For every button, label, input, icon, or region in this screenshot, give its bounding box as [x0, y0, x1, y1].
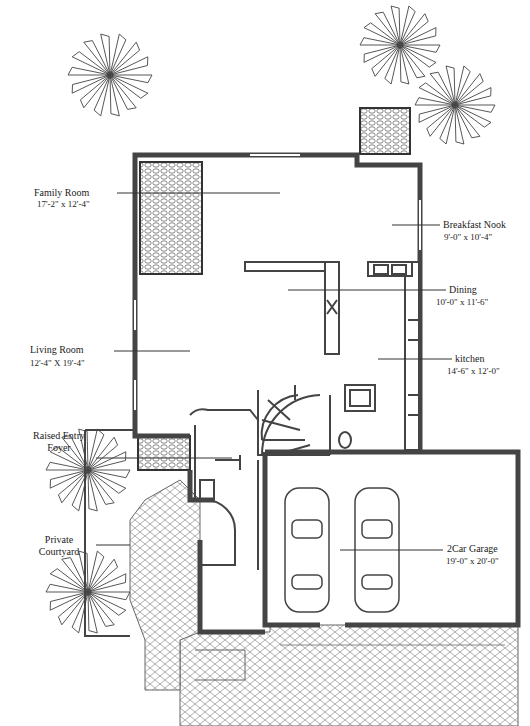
tree-trunk [452, 102, 458, 108]
palm-tree [46, 429, 130, 511]
dimension-label: 12'-4" X 19'-4" [30, 358, 85, 369]
room-label: Family Room [34, 187, 89, 199]
tree-trunk [85, 589, 91, 595]
tree-trunk [107, 72, 113, 78]
room-label: Private Courtyard [24, 534, 94, 558]
palm-tree [360, 6, 440, 84]
room-label: 2Car Garage [447, 543, 498, 555]
room-label: Dining [449, 284, 477, 296]
room-label: kitchen [455, 353, 484, 365]
room-label: Living Room [30, 344, 84, 356]
dimension-label: 10'-0" x 11'-6" [436, 297, 488, 308]
tree-trunk [85, 467, 91, 473]
room-label: Raised Entry Foyer [24, 430, 94, 454]
dimension-label: 19'-0" x 20'-0" [446, 556, 499, 567]
palm-tree [46, 551, 130, 633]
dimension-label: 9'-0" x 10'-4" [444, 232, 492, 243]
tree-trunk [397, 42, 403, 48]
palm-tree [415, 66, 495, 144]
dimension-label: 17'-2" x 12'-4" [37, 199, 90, 210]
room-label: Breakfast Nook [443, 219, 506, 231]
palm-tree [68, 34, 152, 116]
dimension-label: 14'-6" x 12'-0" [447, 366, 500, 377]
